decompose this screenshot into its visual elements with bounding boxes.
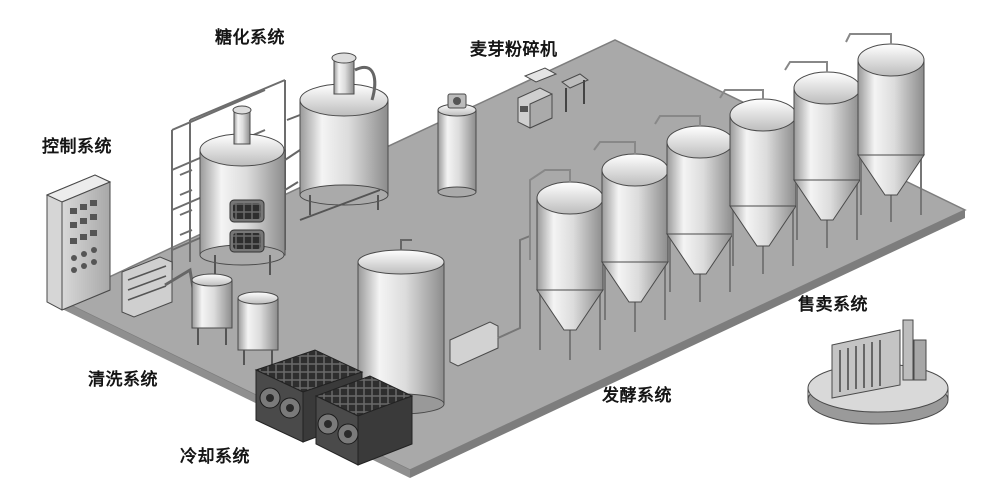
heat-exchanger [121,256,173,318]
fermenter-3 [654,115,734,302]
label-cooling: 冷却系统 [180,447,250,467]
mash-tun [199,105,286,275]
cabinet-buttons [70,200,97,273]
water-tank [437,93,477,198]
sales-bar-counter [807,319,949,425]
label-sales: 售卖系统 [798,295,868,315]
fermenter-2 [593,141,669,332]
label-cleaning: 清洗系统 [88,370,158,390]
control-cabinet [45,174,112,311]
label-fermentation: 发酵系统 [602,386,672,406]
boil-kettle [299,52,389,221]
label-malt-mill: 麦芽粉碎机 [470,40,558,60]
malt-mill [517,67,589,129]
cleaning-system [121,256,279,365]
cip-tank-2 [237,291,279,365]
fermenter-6 [845,33,925,222]
label-saccharification: 糖化系统 [215,28,285,48]
cip-tank-1 [191,273,233,345]
condenser-unit-2 [314,375,414,466]
fermenter-1 [529,169,604,360]
liquor-tank [357,239,445,415]
saccharification-system [171,52,389,275]
fermenter-4 [719,89,797,274]
manway-window [229,199,265,253]
label-control: 控制系统 [42,137,112,157]
glycol-unit [449,235,531,367]
cooling-system [254,349,414,466]
fermentation-system [529,33,925,360]
fermenter-5 [784,61,861,248]
